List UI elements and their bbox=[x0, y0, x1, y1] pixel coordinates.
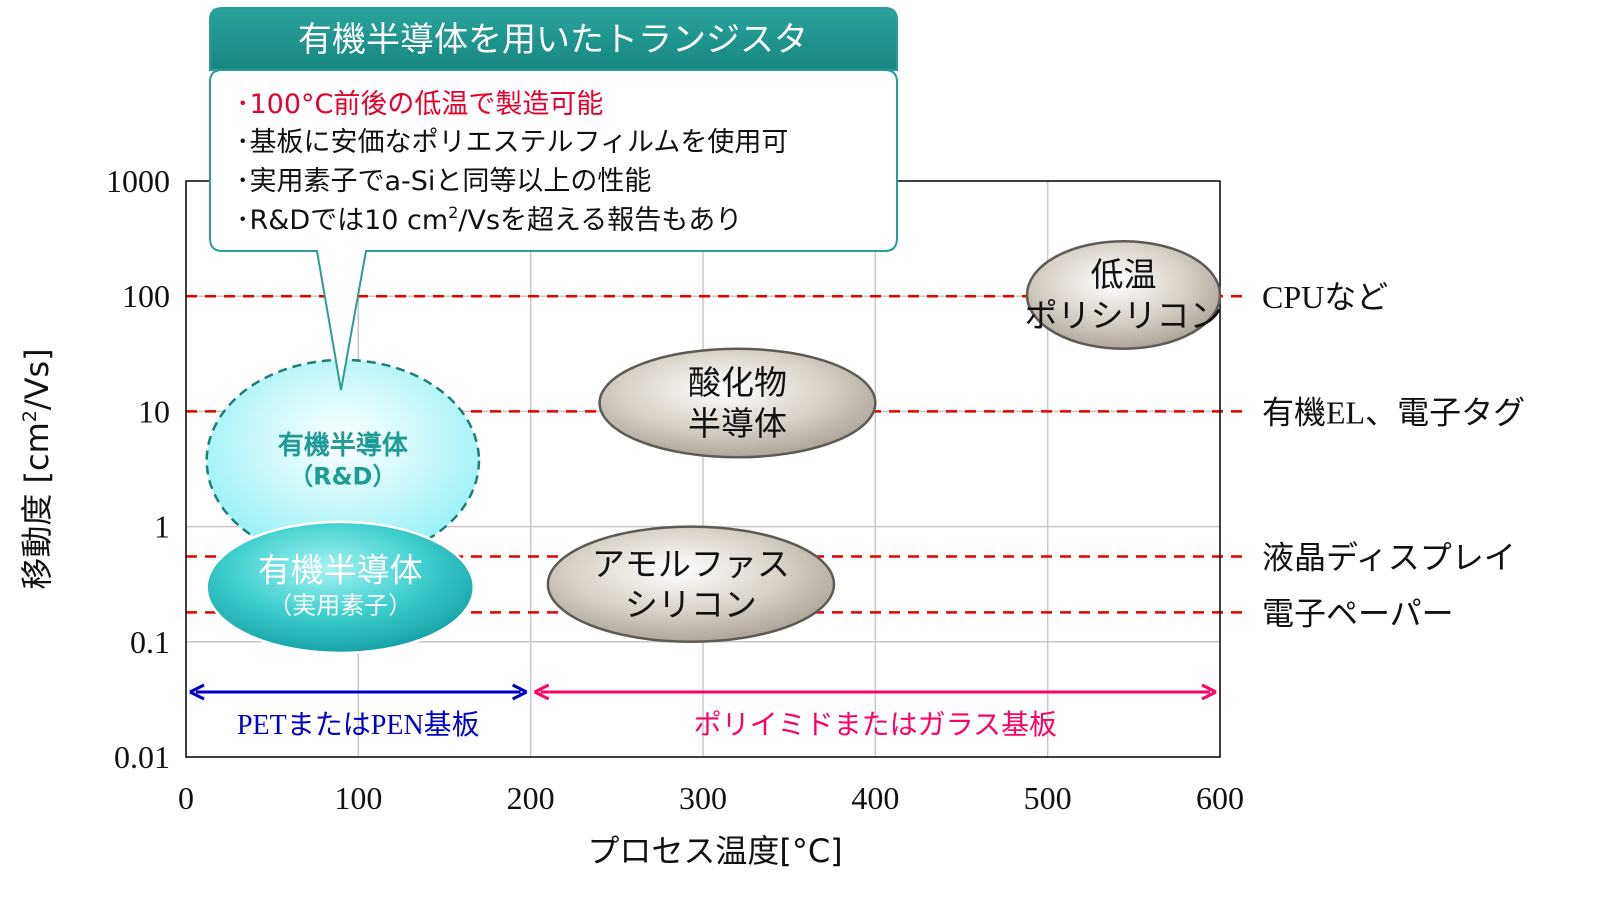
callout: 有機半導体を用いたトランジスタ ･100°C前後の低温で製造可能 ･基板に安価な… bbox=[209, 7, 898, 391]
y-tick-label-100: 100 bbox=[122, 278, 170, 314]
region-label-organic-practical-line1: 有機半導体 bbox=[258, 550, 423, 589]
reference-label-2: 液晶ディスプレイ bbox=[1262, 540, 1516, 576]
region-label-amorphous-si-line1: アモルファス bbox=[592, 544, 790, 583]
region-label-organic-practical-line2: （実用素子） bbox=[268, 591, 412, 619]
y-tick-label-0.1: 0.1 bbox=[130, 624, 170, 660]
callout-body bbox=[209, 69, 898, 391]
y-axis-label: 移動度 [cm2/Vs] bbox=[18, 348, 56, 589]
x-tick-label-300: 300 bbox=[679, 780, 727, 816]
x-axis-label: プロセス温度[°C] bbox=[587, 832, 842, 870]
region-organic-rd: 有機半導体（R&D） bbox=[205, 358, 481, 563]
x-tick-label-200: 200 bbox=[507, 780, 555, 816]
region-label-oxide-line1: 酸化物 bbox=[688, 363, 787, 402]
y-tick-label-10: 10 bbox=[138, 393, 170, 429]
x-axis-ticks: 0 100 200 300 400 500 600 bbox=[178, 780, 1244, 816]
y-axis-ticks: 1000 100 10 1 0.1 0.01 bbox=[106, 163, 170, 775]
y-axis-label-sup: 2 bbox=[19, 410, 41, 422]
material-regions: 有機半導体（R&D）有機半導体（実用素子）酸化物半導体アモルファスシリコン低温ポ… bbox=[205, 239, 1222, 655]
callout-line-2: ･基板に安価なポリエステルフィルムを使用可 bbox=[236, 127, 788, 158]
region-ellipse-ltps bbox=[1025, 239, 1222, 350]
callout-title: 有機半導体を用いたトランジスタ bbox=[298, 20, 808, 60]
x-tick-label-600: 600 bbox=[1196, 780, 1244, 816]
reference-label-0: CPUなど bbox=[1262, 279, 1388, 315]
y-tick-label-1: 1 bbox=[154, 509, 170, 545]
reference-label-1: 有機EL、電子タグ bbox=[1262, 394, 1525, 430]
callout-line-1: ･100°C前後の低温で製造可能 bbox=[236, 89, 603, 120]
x-tick-label-0: 0 bbox=[178, 780, 194, 816]
region-label-ltps-line1: 低温 bbox=[1090, 255, 1156, 294]
callout-line-3: ･実用素子でa-Siと同等以上の性能 bbox=[236, 166, 651, 197]
region-label-amorphous-si-line2: シリコン bbox=[625, 585, 757, 624]
substrate-label-0: PETまたはPEN基板 bbox=[237, 709, 480, 741]
region-label-oxide-line2: 半導体 bbox=[688, 404, 787, 443]
callout-line-4-sup: 2 bbox=[448, 203, 458, 222]
region-label-organic-rd-line1: 有機半導体 bbox=[278, 430, 409, 461]
callout-line-4-post: /Vsを超える報告もあり bbox=[458, 205, 742, 236]
substrate-arrow-head-right-0 bbox=[511, 683, 528, 701]
substrate-range-0: PETまたはPEN基板 bbox=[189, 683, 528, 741]
y-tick-label-0.01: 0.01 bbox=[114, 739, 170, 775]
region-label-ltps-line2: ポリシリコン bbox=[1024, 296, 1222, 335]
region-organic-practical: 有機半導体（実用素子） bbox=[205, 520, 476, 655]
y-axis-label-tail: /Vs] bbox=[18, 348, 56, 410]
x-tick-label-400: 400 bbox=[851, 780, 899, 816]
substrate-arrow-head-right-1 bbox=[1201, 683, 1217, 701]
region-ellipse-organic-practical bbox=[205, 520, 476, 655]
substrate-arrow-head-left-1 bbox=[533, 683, 550, 701]
reference-label-3: 電子ペーパー bbox=[1262, 595, 1454, 631]
x-tick-label-100: 100 bbox=[334, 780, 382, 816]
callout-line-4: ･R&Dでは10 cm2/Vsを超える報告もあり bbox=[236, 203, 742, 236]
x-tick-label-500: 500 bbox=[1024, 780, 1072, 816]
callout-header bbox=[209, 7, 898, 71]
substrate-arrow-head-left-0 bbox=[189, 683, 205, 701]
region-ellipse-amorphous-si bbox=[546, 525, 836, 644]
region-label-organic-rd-line2: （R&D） bbox=[289, 462, 396, 490]
y-axis-label-main: 移動度 [cm bbox=[18, 422, 56, 589]
region-ellipse-oxide bbox=[598, 347, 877, 459]
substrate-label-1: ポリイミドまたはガラス基板 bbox=[694, 709, 1057, 741]
substrate-range-1: ポリイミドまたはガラス基板 bbox=[533, 683, 1217, 741]
callout-line-4-pre: ･R&Dでは10 cm bbox=[236, 205, 448, 236]
y-tick-label-1000: 1000 bbox=[106, 163, 170, 199]
substrate-ranges: PETまたはPEN基板 ポリイミドまたはガラス基板 bbox=[189, 683, 1217, 741]
